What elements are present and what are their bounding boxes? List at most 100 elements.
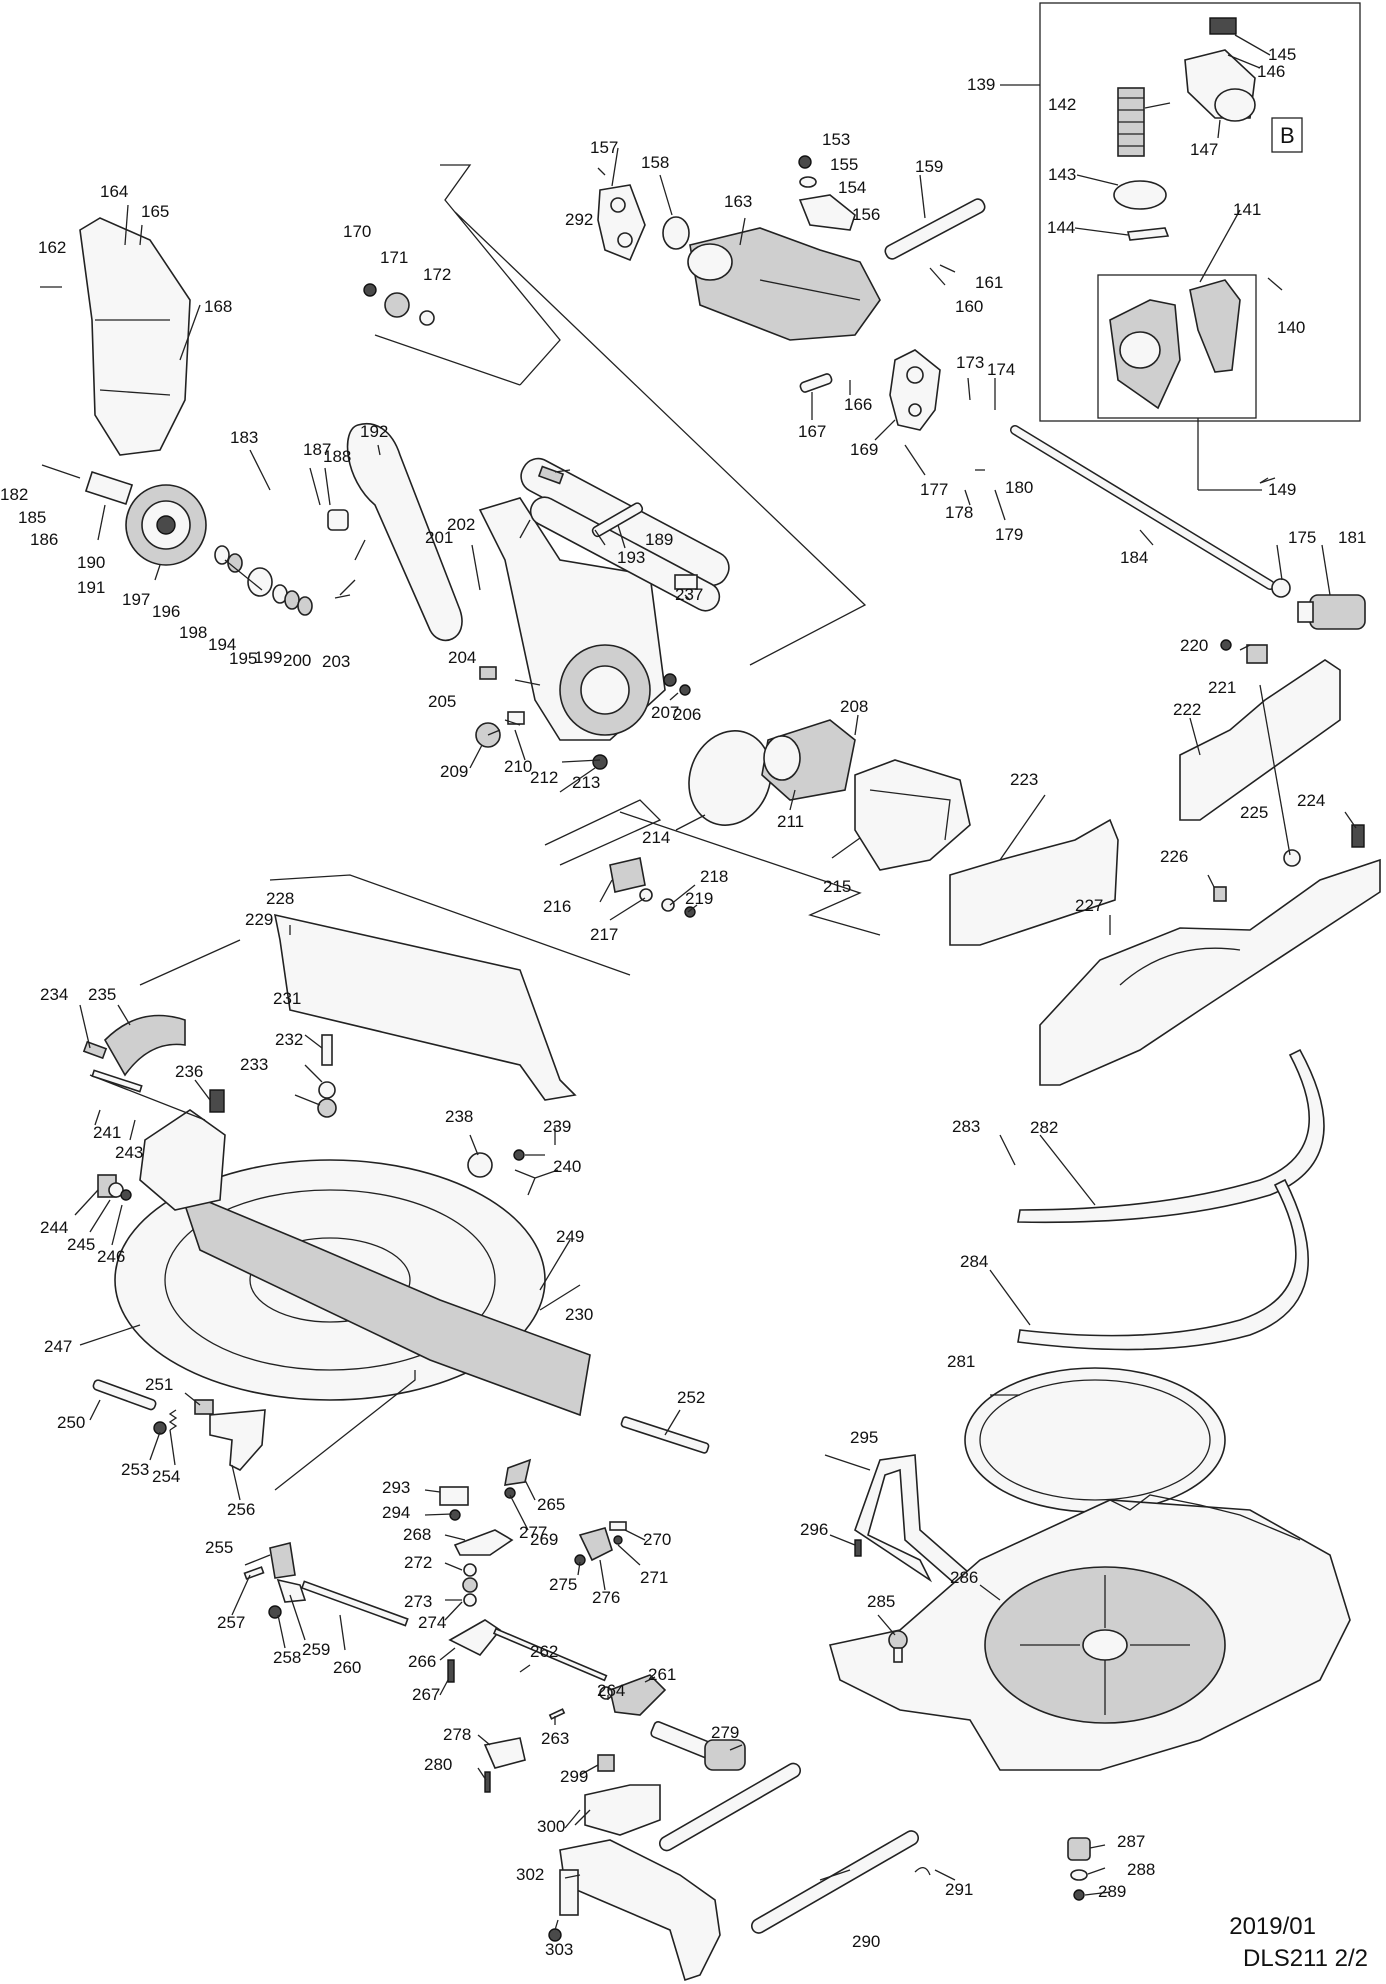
part-label: 272 <box>404 1553 432 1572</box>
part-label: 252 <box>677 1388 705 1407</box>
part-label: 247 <box>44 1337 72 1356</box>
part-label: 218 <box>700 867 728 886</box>
part-label: 222 <box>1173 700 1201 719</box>
support-307 <box>559 1839 721 1982</box>
sub-fence-227 <box>949 818 1119 946</box>
rod-266 <box>492 1627 608 1682</box>
part-label: 166 <box>844 395 872 414</box>
hose-clip <box>1127 227 1170 241</box>
part-label: 141 <box>1233 200 1261 219</box>
svg-text:B: B <box>1280 123 1295 148</box>
part-label: 277 <box>519 1523 547 1542</box>
part-label: 227 <box>1075 896 1103 915</box>
part-label: 156 <box>852 205 880 224</box>
part-label: 203 <box>322 652 350 671</box>
spring-258 <box>168 1409 178 1431</box>
part-label: 220 <box>1180 636 1208 655</box>
part-label: 228 <box>266 889 294 908</box>
lock-lever-270 <box>447 1619 502 1683</box>
part-label: 173 <box>956 353 984 372</box>
part-label: 143 <box>1048 165 1076 184</box>
lock-assembly <box>439 1458 627 1607</box>
rod-294 <box>750 1830 920 1934</box>
part-label: 202 <box>447 515 475 534</box>
revision-date: 2019/01 <box>1229 1913 1316 1940</box>
part-label: 165 <box>141 202 169 221</box>
hose-spring <box>1117 87 1145 157</box>
part-label: 284 <box>960 1252 988 1271</box>
part-label: 223 <box>1010 770 1038 789</box>
clip-282 <box>483 1737 526 1769</box>
part-label: 211 <box>777 812 804 831</box>
link-plate <box>597 184 646 262</box>
part-label: 147 <box>1190 140 1218 159</box>
part-label: 237 <box>675 585 703 604</box>
part-label: 169 <box>850 440 878 459</box>
part-label: 235 <box>88 985 116 1004</box>
part-label: 190 <box>77 553 105 572</box>
part-label: 288 <box>1127 1860 1155 1879</box>
part-label: 255 <box>205 1538 233 1557</box>
washer-stack <box>214 545 313 616</box>
part-label: 285 <box>867 1592 895 1611</box>
inset-subframe <box>1097 274 1257 419</box>
part-label: 261 <box>648 1665 676 1684</box>
pin-267 <box>548 1708 566 1720</box>
part-label: 178 <box>945 503 973 522</box>
stop-rod-246 <box>91 1069 143 1093</box>
part-label: 214 <box>642 828 670 847</box>
shaft-254 <box>92 1379 157 1411</box>
base-fasteners <box>467 1149 536 1196</box>
part-label: 268 <box>403 1525 431 1544</box>
part-label: 267 <box>412 1685 440 1704</box>
part-label: 175 <box>1288 528 1316 547</box>
part-label: 179 <box>995 525 1023 544</box>
ring-285 <box>964 1367 1226 1513</box>
part-label: 238 <box>445 1107 473 1126</box>
part-label: 144 <box>1047 218 1075 237</box>
knob-289 <box>888 1630 908 1663</box>
rod-264 <box>300 1580 409 1627</box>
part-label: 260 <box>333 1658 361 1677</box>
part-label: 289 <box>1098 1882 1126 1901</box>
part-label: 262 <box>530 1642 558 1661</box>
bevel-lock-parts <box>97 1174 132 1201</box>
pin-303 <box>854 1539 862 1557</box>
part-label: 245 <box>67 1235 95 1254</box>
part-label: 280 <box>424 1755 452 1774</box>
part-label: 221 <box>1208 678 1236 697</box>
part-label: 253 <box>121 1460 149 1479</box>
part-label: 282 <box>1030 1118 1058 1137</box>
pulley-hub <box>327 509 349 531</box>
part-label: 174 <box>987 360 1015 379</box>
part-label: 243 <box>115 1143 143 1162</box>
drive-belt <box>346 423 463 642</box>
part-label: 157 <box>590 138 618 157</box>
part-label: 217 <box>590 925 618 944</box>
part-label: 187 <box>303 440 331 459</box>
part-label: 232 <box>275 1030 303 1049</box>
part-label: 259 <box>302 1640 330 1659</box>
part-label: 256 <box>227 1500 255 1519</box>
part-label: 189 <box>645 530 673 549</box>
blade-plate-233 <box>273 913 577 1101</box>
foot-291 <box>1067 1837 1091 1901</box>
part-label: 204 <box>448 648 476 667</box>
part-label: 154 <box>838 178 866 197</box>
part-label: 155 <box>830 155 858 174</box>
knob-181 <box>1297 594 1366 630</box>
fence-fasteners <box>1213 639 1365 902</box>
part-labels: 139 140 141 142 143 144 145 146 147 149 … <box>0 45 1366 1959</box>
part-label: 271 <box>640 1568 668 1587</box>
part-label: 171 <box>380 248 408 267</box>
part-label: 182 <box>0 485 28 504</box>
part-label: 290 <box>852 1932 880 1951</box>
part-label: 170 <box>343 222 371 241</box>
bevel-arm-bracket <box>139 1089 226 1211</box>
chute-215 <box>761 719 856 801</box>
part-label: 293 <box>382 1478 410 1497</box>
lever-156 <box>798 155 856 231</box>
part-label: 160 <box>955 297 983 316</box>
part-label: 185 <box>18 508 46 527</box>
part-label: 264 <box>597 1681 625 1700</box>
